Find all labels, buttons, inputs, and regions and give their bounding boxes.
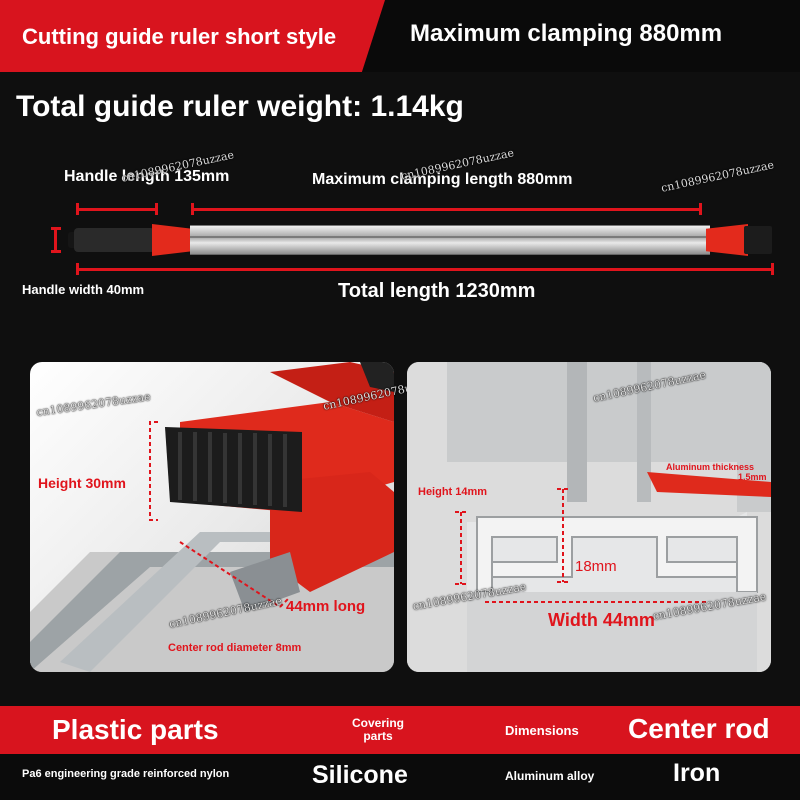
materials-header-row xyxy=(0,706,800,754)
style-tag-badge xyxy=(0,0,385,72)
profile-width-label: Width 44mm xyxy=(548,610,655,630)
profile-detail-photo xyxy=(407,362,771,672)
covering-parts-label-1: Covering xyxy=(351,716,404,730)
aluminum-thickness-label: Aluminum thickness xyxy=(666,462,755,472)
total-length-label: Total length 1230mm xyxy=(338,280,536,302)
inner-width-label: 18mm xyxy=(575,558,617,575)
right-end-cap xyxy=(744,226,772,254)
dimensions-material-value: Aluminum alloy xyxy=(505,769,595,783)
dim-cap xyxy=(51,227,61,230)
dim-cap xyxy=(771,263,774,275)
handle-length-label: Handle length 135mm xyxy=(64,168,230,185)
clamping-length-label: Maximum clamping length 880mm xyxy=(312,171,573,188)
clamp-height-label: Height 30mm xyxy=(38,475,126,491)
dim-cap xyxy=(76,263,79,275)
center-rod-material-value: Iron xyxy=(673,759,721,787)
clamp-detail-illustration xyxy=(30,362,394,672)
dim-cap xyxy=(699,203,702,215)
dim-cap xyxy=(51,250,61,253)
left-clamp-end xyxy=(152,224,192,256)
style-tag-text: Cutting guide ruler short style xyxy=(22,24,337,49)
handle-width-dimension xyxy=(54,228,57,252)
rod-diameter-label: Center rod diameter 8mm xyxy=(168,642,302,654)
clamping-title: Maximum clamping 880mm xyxy=(410,20,723,47)
covering-parts-label-2: parts xyxy=(363,729,393,743)
aluminum-rail xyxy=(190,225,710,255)
dim-cap xyxy=(191,203,194,215)
aluminum-thickness-value: 1.5mm xyxy=(738,472,767,482)
plastic-parts-label: Plastic parts xyxy=(52,714,219,745)
profile-cross-section xyxy=(407,362,771,672)
dim-cap xyxy=(155,203,158,215)
clamp-length-label: 44mm long xyxy=(286,598,366,615)
dim-cap xyxy=(76,203,79,215)
materials-value-row xyxy=(0,754,800,800)
total-length-dimension xyxy=(77,268,772,271)
dimensions-label: Dimensions xyxy=(505,723,579,738)
covering-material-value: Silicone xyxy=(312,761,408,789)
profile-height-label: Height 14mm xyxy=(418,486,488,498)
center-rod-label: Center rod xyxy=(628,713,770,744)
right-clamp-end xyxy=(706,224,748,256)
weight-heading: Total guide ruler weight: 1.14kg xyxy=(16,90,464,123)
clamping-length-dimension xyxy=(192,208,700,211)
handle-length-dimension xyxy=(77,208,157,211)
ruler-handle xyxy=(74,228,160,252)
watermark: cn1089962078uzzae xyxy=(659,158,776,195)
clamp-detail-photo xyxy=(30,362,394,672)
plastic-material-value: Pa6 engineering grade reinforced nylon xyxy=(22,768,230,780)
handle-width-label: Handle width 40mm xyxy=(22,282,145,297)
rail-groove xyxy=(190,236,710,238)
